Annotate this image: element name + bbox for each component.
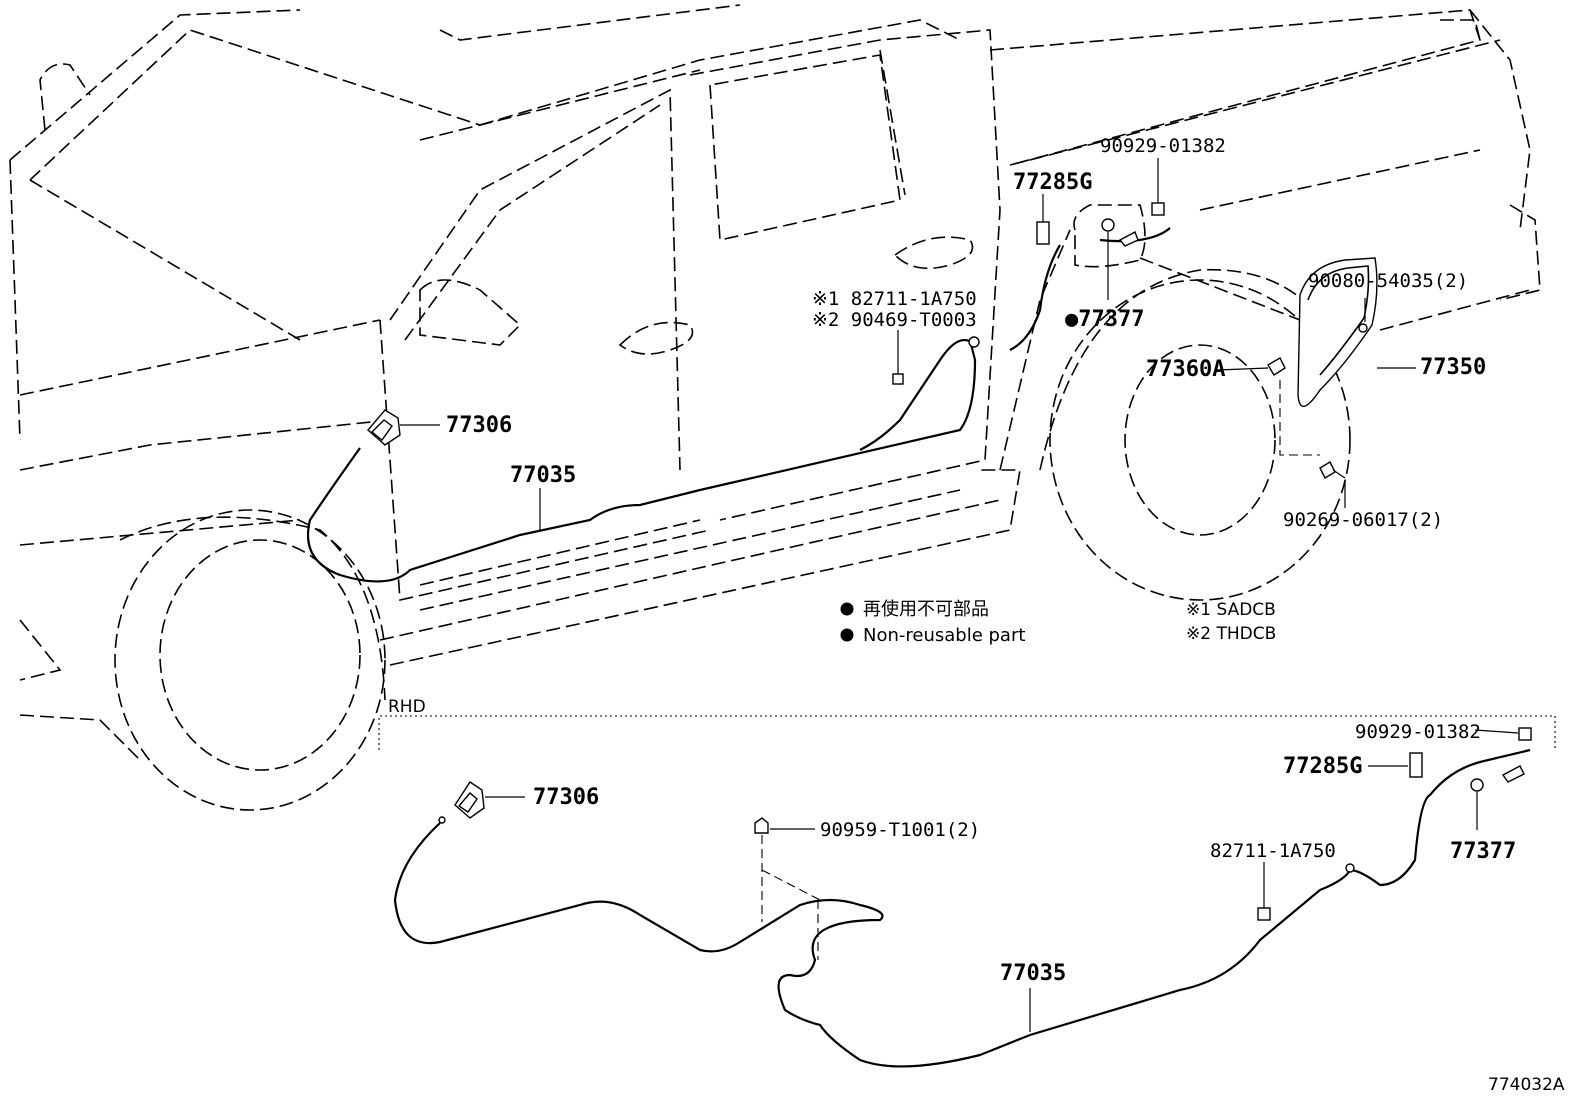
screw-90269 bbox=[1319, 461, 1336, 479]
top-cable-assembly bbox=[306, 202, 1378, 583]
label-rhd: RHD bbox=[388, 697, 426, 717]
top-labels: 90929-01382 77285G ※1 82711-1A750 ※2 904… bbox=[446, 135, 1486, 531]
label-77306-bot: 77306 bbox=[533, 785, 599, 810]
lock-77377-bot bbox=[1470, 778, 1484, 792]
clamp-90469-top bbox=[892, 373, 904, 385]
bottom-leaders bbox=[485, 729, 1519, 1032]
clip-90959 bbox=[754, 817, 769, 834]
label-77360A: 77360A bbox=[1146, 357, 1225, 382]
diagram-id: 774032A bbox=[1488, 1075, 1565, 1095]
bottom-cable-assembly bbox=[393, 727, 1532, 1068]
legend: 再使用不可部品 Non-reusable part ※1 SADCB ※2 TH… bbox=[840, 599, 1276, 646]
label-77035-bot: 77035 bbox=[1000, 961, 1066, 986]
rhd-frame: RHD bbox=[378, 697, 1556, 750]
non-reusable-bullet-jp bbox=[840, 602, 854, 616]
grommet-top bbox=[968, 336, 980, 348]
clip-77285G-top bbox=[1036, 221, 1050, 245]
hinge-77360A bbox=[1267, 357, 1286, 376]
legend-non-reusable-jp: 再使用不可部品 bbox=[863, 599, 989, 620]
non-reusable-bullet-en bbox=[840, 628, 854, 642]
clip-77285G-bot bbox=[1409, 752, 1423, 778]
vehicle-outline bbox=[9, 4, 1541, 811]
label-77350: 77350 bbox=[1420, 355, 1486, 380]
label-77285G-top: 77285G bbox=[1013, 170, 1092, 195]
label-77377-bot: 77377 bbox=[1450, 839, 1516, 864]
legend-note-1: ※1 SADCB bbox=[1186, 600, 1276, 620]
label-90269: 90269-06017(2) bbox=[1283, 509, 1443, 531]
label-77377-top: ●77377 bbox=[1065, 307, 1144, 332]
label-77035-top: 77035 bbox=[510, 463, 576, 488]
label-90929-bot: 90929-01382 bbox=[1355, 721, 1481, 743]
cushion-90080 bbox=[1358, 323, 1368, 333]
label-82711-top: ※1 82711-1A750 bbox=[812, 288, 977, 310]
label-77306-top: 77306 bbox=[446, 413, 512, 438]
fuel-lid-77350 bbox=[1297, 257, 1378, 407]
legend-note-2: ※2 THDCB bbox=[1186, 624, 1276, 644]
lock-77377-top bbox=[1101, 218, 1115, 232]
label-90080: 90080-54035(2) bbox=[1308, 270, 1468, 292]
label-90959: 90959-T1001(2) bbox=[820, 819, 980, 841]
cable-77035-top bbox=[306, 339, 977, 583]
clamp-82711-bot bbox=[1257, 907, 1271, 921]
legend-non-reusable-en: Non-reusable part bbox=[863, 625, 1025, 646]
bottom-labels: 77306 90959-T1001(2) 90929-01382 77285G … bbox=[533, 721, 1565, 1095]
holder-90929-bot bbox=[1518, 727, 1532, 741]
top-leaders bbox=[400, 158, 1416, 530]
label-90929-top: 90929-01382 bbox=[1100, 135, 1226, 157]
label-90469-top: ※2 90469-T0003 bbox=[812, 309, 977, 331]
label-77285G-bot: 77285G bbox=[1283, 754, 1362, 779]
cable-77035-bot bbox=[393, 748, 1531, 1068]
holder-90929-top bbox=[1151, 202, 1165, 216]
label-82711-bot: 82711-1A750 bbox=[1210, 840, 1336, 862]
